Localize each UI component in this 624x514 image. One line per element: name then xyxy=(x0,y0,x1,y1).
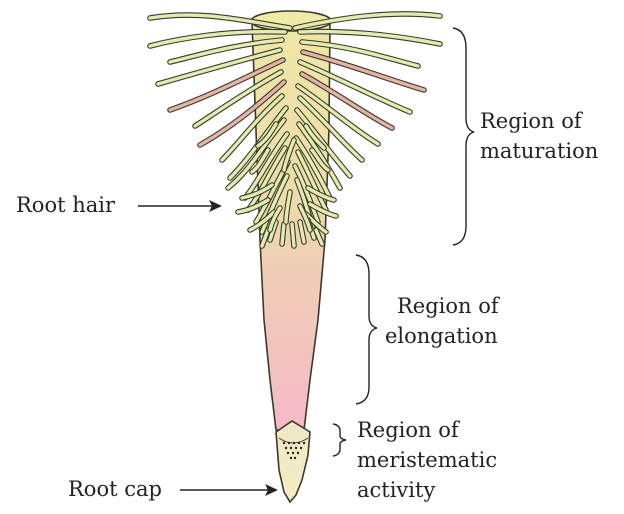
label-elongation-line2: elongation xyxy=(385,324,498,348)
root-hair xyxy=(282,224,284,244)
root-cap xyxy=(276,421,310,502)
bracket-meristematic-icon xyxy=(333,424,346,456)
bracket-elongation-icon xyxy=(356,255,377,404)
label-meristematic-line3: activity xyxy=(357,478,435,502)
bracket-maturation-icon xyxy=(453,28,474,245)
root-hair xyxy=(292,224,294,246)
root-hair-arrow-icon xyxy=(138,200,222,212)
label-root-cap: Root cap xyxy=(68,477,162,501)
label-root-hair: Root hair xyxy=(16,193,116,217)
label-maturation-line1: Region of xyxy=(480,109,584,133)
label-elongation-line1: Region of xyxy=(397,294,501,318)
label-maturation-line2: maturation xyxy=(480,139,598,163)
label-meristematic-line2: meristematic xyxy=(357,448,497,472)
root-cap-arrow-icon xyxy=(180,484,278,496)
label-meristematic-line1: Region of xyxy=(357,418,461,442)
